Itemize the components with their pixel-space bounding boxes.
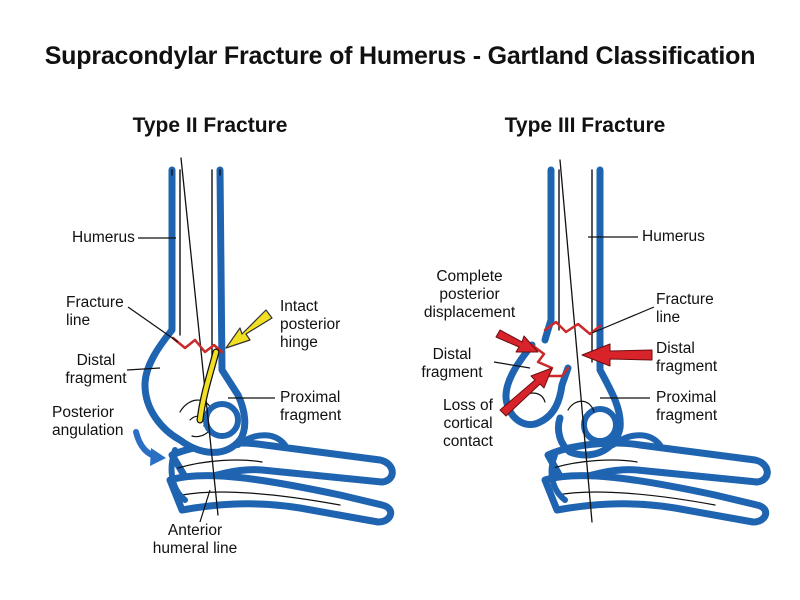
anterior-humeral-line-type-2 (180, 157, 219, 516)
type-2-leaders (126, 237, 275, 523)
label-loss-of-cortical-contact: Loss of cortical contact (428, 397, 508, 451)
distal-fragment-arrow (581, 343, 653, 367)
panel-title-type-2: Type II Fracture (132, 114, 288, 137)
label-line: humeral line (152, 540, 238, 557)
label-fracture-line-type-2: Fracture line (66, 294, 124, 330)
label-line: Anterior (167, 522, 223, 539)
label-line: Fracture (66, 294, 124, 311)
label-line: Distal (76, 352, 116, 369)
label-line: Intact (280, 298, 318, 315)
label-line: Proximal (280, 389, 341, 406)
label-humerus-type-2: Humerus (72, 229, 135, 246)
label-distal-fragment-type-3-left: Distal fragment (412, 346, 492, 382)
label-line: fragment (280, 407, 342, 424)
label-proximal-fragment-type-3: Proximal fragment (656, 389, 717, 425)
label-posterior-angulation: Posterior angulation (52, 404, 124, 440)
label-line: Distal (432, 346, 472, 363)
humerus-type-3 (541, 166, 624, 459)
label-line: fragment (65, 370, 127, 387)
type-3-elbow (495, 159, 771, 526)
label-line: Complete (436, 268, 503, 285)
type-2-elbow (133, 157, 396, 526)
label-line: Posterior (52, 404, 115, 421)
label-fracture-line-type-3: Fracture line (656, 291, 714, 327)
label-proximal-fragment-type-2: Proximal fragment (280, 389, 341, 425)
label-distal-fragment-type-3-right: Distal fragment (656, 340, 717, 376)
label-humerus-type-3: Humerus (642, 228, 705, 245)
humerus-type-2 (141, 166, 249, 456)
label-line: displacement (423, 304, 516, 321)
label-line: posterior (439, 286, 500, 303)
diagram-title: Supracondylar Fracture of Humerus - Gart… (44, 42, 756, 70)
forearm-bones-type-3 (541, 432, 771, 526)
panel-title-type-3: Type III Fracture (504, 114, 666, 137)
fracture-line-type-3 (543, 320, 602, 336)
displacement-arrow (495, 329, 539, 353)
label-line: fragment (421, 364, 483, 381)
fracture-line-type-2 (171, 336, 224, 354)
label-line: angulation (52, 422, 124, 439)
label-intact-posterior-hinge: Intact posterior hinge (280, 298, 340, 352)
label-anterior-humeral-line: Anterior humeral line (140, 522, 250, 558)
intact-hinge-arrow (225, 309, 273, 349)
label-distal-fragment-type-2: Distal fragment (56, 352, 136, 388)
label-line: Fracture (656, 291, 714, 308)
cortical-contact-arrow (499, 367, 553, 417)
label-line: fragment (656, 358, 718, 375)
label-line: line (656, 309, 681, 326)
label-line: Loss of (443, 397, 493, 414)
label-line: cortical (443, 415, 493, 432)
label-complete-posterior-displacement: Complete posterior displacement (412, 268, 527, 322)
label-line: line (66, 312, 91, 329)
anterior-humeral-line-type-3 (559, 159, 593, 523)
label-line: Proximal (656, 389, 717, 406)
label-line: hinge (280, 334, 318, 351)
label-line: Distal (656, 340, 695, 357)
type-3-leaders (493, 236, 655, 399)
label-line: contact (443, 433, 493, 450)
label-line: fragment (656, 407, 718, 424)
label-line: posterior (280, 316, 341, 333)
